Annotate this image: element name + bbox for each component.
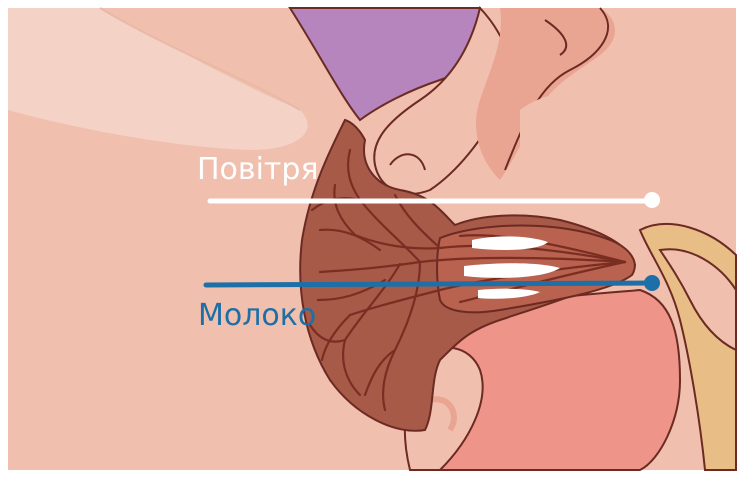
air-line-end-dot-icon	[644, 192, 660, 208]
milk-label: Молоко	[198, 301, 316, 331]
milk-line-end-dot-icon	[644, 275, 660, 291]
milk-line	[206, 283, 652, 285]
air-label: Повітря	[197, 155, 319, 185]
